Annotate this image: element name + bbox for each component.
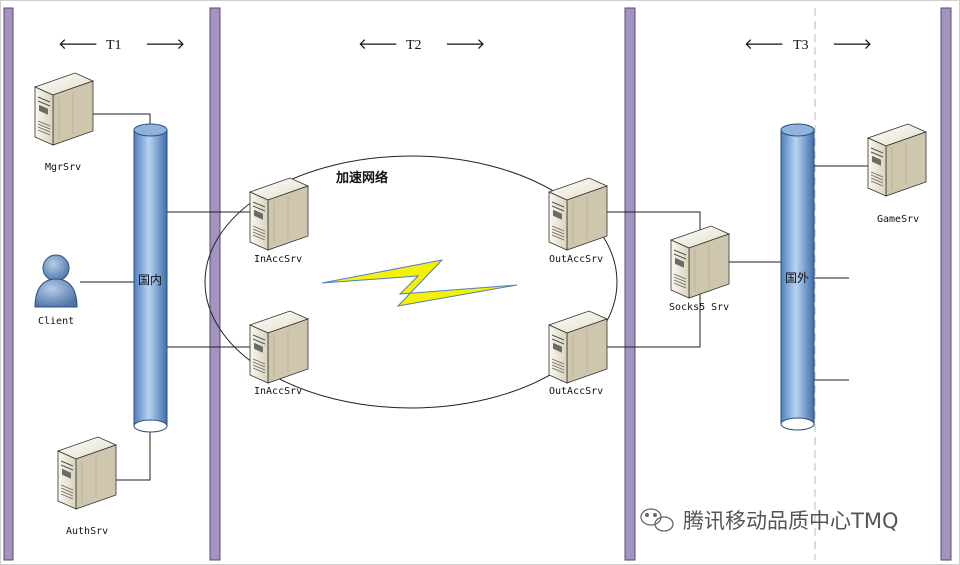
- right-arrow-icon: 🡒: [145, 35, 185, 53]
- watermark-text: 腾讯移动品质中心TMQ: [683, 509, 898, 533]
- left-arrow-icon: 🡐: [744, 35, 784, 53]
- outaccsrv-bottom-label: OutAccSrv: [549, 386, 603, 397]
- lightning-bolt-icon: [321, 259, 518, 307]
- socks5-label: Socks5 Srv: [669, 302, 729, 313]
- left-arrow-icon: 🡐: [58, 35, 98, 53]
- connection-lines: [80, 113, 870, 481]
- outaccsrv-top-label: OutAccSrv: [549, 254, 603, 265]
- zone-label-t2: T2: [406, 38, 422, 53]
- mgrsrv-label: MgrSrv: [45, 162, 81, 173]
- authsrv-label: AuthSrv: [66, 526, 108, 537]
- gamesrv-server-icon: [867, 123, 927, 197]
- wechat-logo-icon: [640, 508, 674, 532]
- right-arrow-icon: 🡒: [445, 35, 485, 53]
- outaccsrv-top-server-icon: [548, 177, 608, 251]
- mgrsrv-server-icon: [34, 72, 94, 146]
- zone-label-t3: T3: [793, 38, 809, 53]
- zone-divider-t2-t3: [624, 7, 636, 561]
- gamesrv-label: GameSrv: [877, 214, 919, 225]
- inaccsrv-bottom-server-icon: [249, 310, 309, 384]
- zone-label-t1: T1: [106, 38, 122, 53]
- acceleration-network-label: 加速网络: [335, 170, 388, 186]
- acceleration-network-ellipse: [204, 155, 618, 409]
- domestic-pipe-label: 国内: [138, 273, 162, 287]
- left-arrow-icon: 🡐: [358, 35, 398, 53]
- client-label: Client: [38, 316, 74, 327]
- overseas-pipe: [780, 123, 815, 431]
- inaccsrv-top-label: InAccSrv: [254, 254, 302, 265]
- overseas-pipe-label: 国外: [785, 271, 809, 285]
- client-person-icon: [34, 254, 78, 308]
- domestic-pipe: [133, 123, 168, 433]
- zone-divider-left: [3, 7, 14, 561]
- right-arrow-icon: 🡒: [832, 35, 872, 53]
- inaccsrv-bottom-label: InAccSrv: [254, 386, 302, 397]
- zone-divider-right: [940, 7, 952, 561]
- authsrv-server-icon: [57, 436, 117, 510]
- inaccsrv-top-server-icon: [249, 177, 309, 251]
- outaccsrv-bottom-server-icon: [548, 310, 608, 384]
- socks5-server-icon: [670, 225, 730, 299]
- zone-divider-t1-t2: [209, 7, 221, 561]
